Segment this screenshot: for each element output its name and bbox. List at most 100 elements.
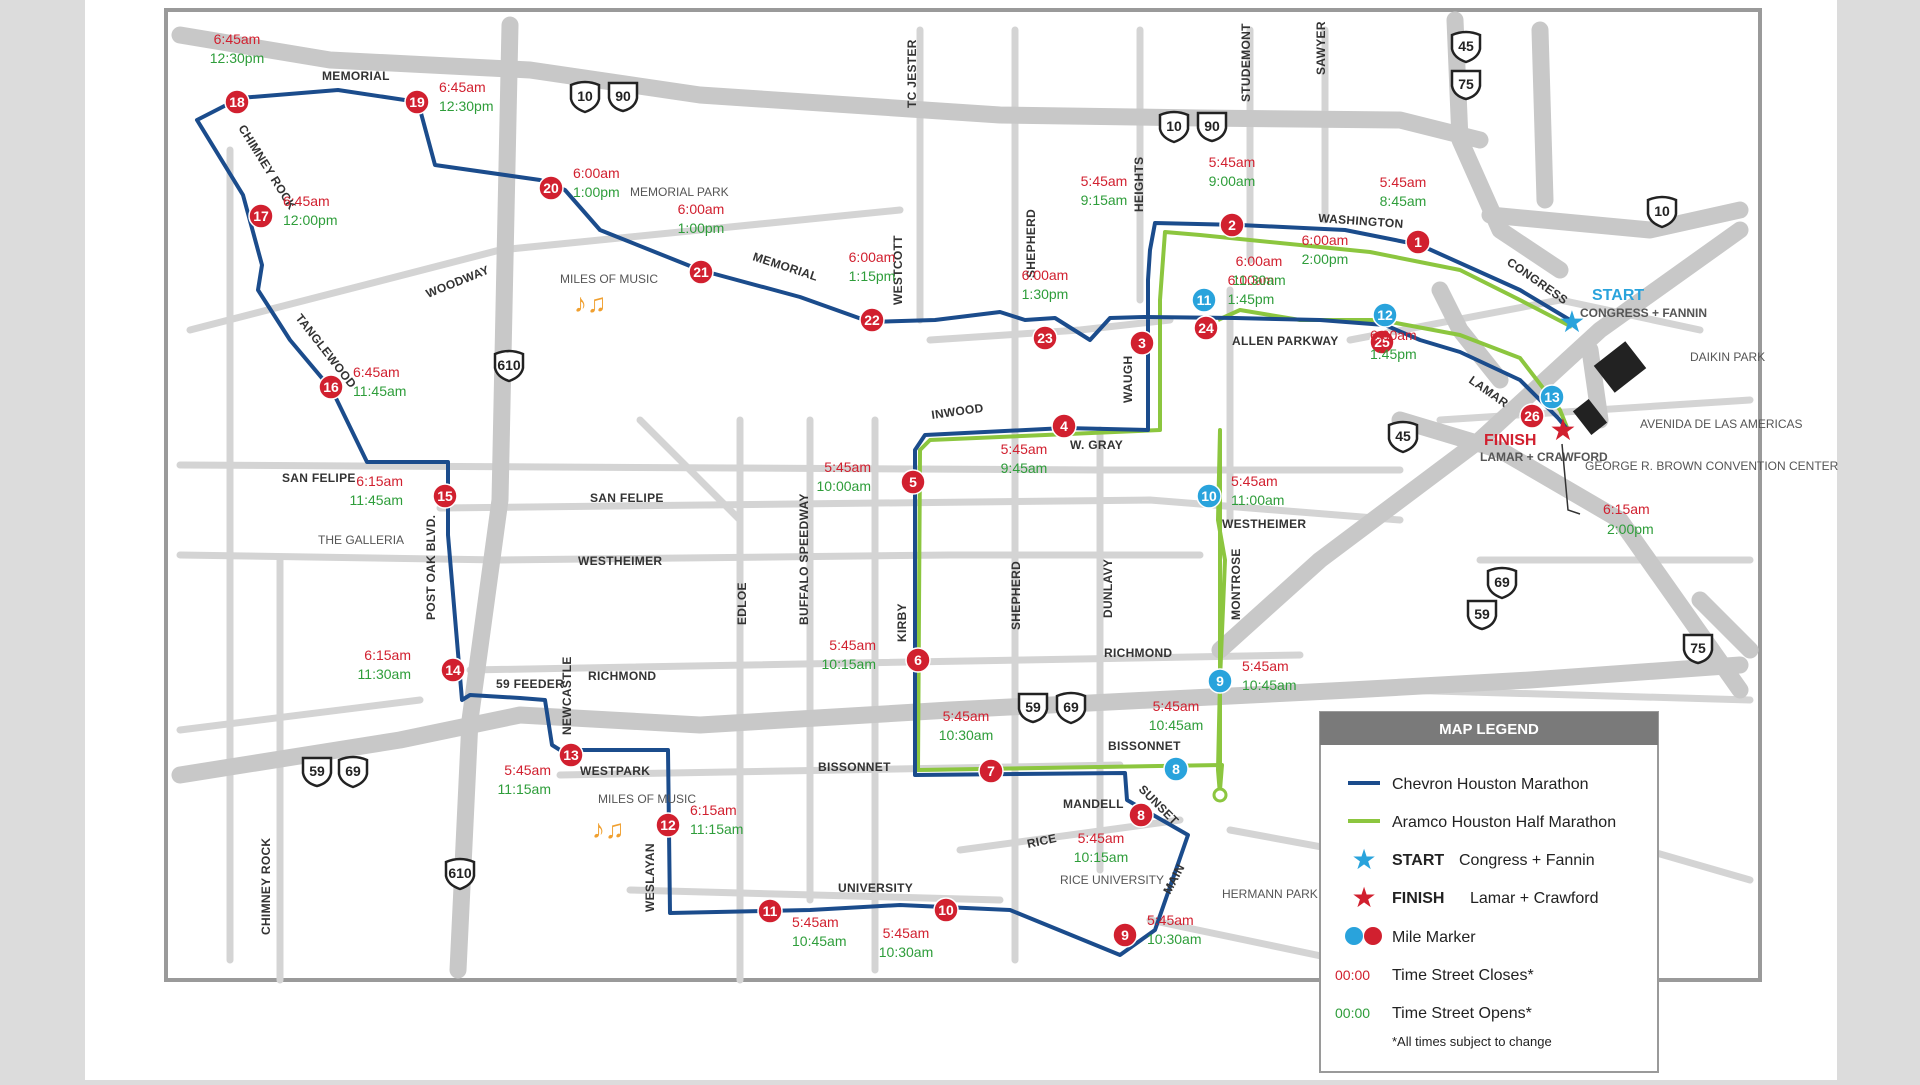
legend-finish-star-icon: ★ xyxy=(1351,882,1376,913)
mile-marker-circle-icon xyxy=(933,897,959,923)
label-westcott: WESTCOTT xyxy=(891,235,905,305)
shield-number: 45 xyxy=(1458,38,1474,54)
mile-marker-circle-icon xyxy=(1051,413,1077,439)
mile-marker-circle-icon xyxy=(1372,302,1398,328)
street-close-time: 5:45am xyxy=(824,459,871,475)
street-open-time: 1:00pm xyxy=(573,184,620,200)
label-hermann-park: HERMANN PARK xyxy=(1222,887,1318,901)
mile-number: 10 xyxy=(938,902,954,918)
finish-pointer xyxy=(1561,443,1581,515)
finish-open-time: 2:00pm xyxy=(1607,521,1654,537)
street-close-time: 5:45am xyxy=(1081,173,1128,189)
shield-number: 69 xyxy=(1063,699,1079,715)
street-open-time: 9:15am xyxy=(1081,192,1128,208)
street-close-time: 5:45am xyxy=(1153,698,1200,714)
mile-number: 7 xyxy=(987,763,995,779)
mile-number: 11 xyxy=(1197,292,1212,308)
street-close-time: 5:45am xyxy=(829,637,876,653)
highway-shield-icon: 59 xyxy=(301,756,333,788)
finish-close-time: 6:15am xyxy=(1603,501,1650,517)
street-close-time: 5:45am xyxy=(792,914,839,930)
mile-marker-circle-icon xyxy=(1519,403,1545,429)
mile-number: 9 xyxy=(1216,673,1224,689)
legend-half: Aramco Houston Half Marathon xyxy=(1392,814,1616,831)
label-newcastle: NEWCASTLE xyxy=(560,656,574,735)
label-san-felipe-mid: SAN FELIPE xyxy=(590,491,664,505)
mile-marker-circle-icon xyxy=(1196,483,1222,509)
street-close-time: 6:15am xyxy=(690,802,737,818)
shield-number: 75 xyxy=(1458,76,1474,92)
highway-shield-icon: 610 xyxy=(444,857,476,891)
street-open-time: 10:30am xyxy=(1147,931,1201,947)
highway-shield-icon: 10 xyxy=(1646,195,1678,229)
mile-number: 8 xyxy=(1137,807,1145,823)
street-close-time: 6:00am xyxy=(1228,272,1275,288)
label-tc-jester: TC JESTER xyxy=(905,39,919,108)
street-open-time: 10:15am xyxy=(1074,849,1128,865)
start-finish: ★ START CONGRESS + FANNIN ★ FINISH LAMAR… xyxy=(1480,287,1707,537)
street-open-time: 10:30am xyxy=(939,727,993,743)
highway-shield-icon: 10 xyxy=(1158,110,1190,144)
label-sawyer: SAWYER xyxy=(1314,21,1328,75)
legend-header xyxy=(1320,712,1658,745)
mile-marker-circle-icon xyxy=(1163,756,1189,782)
mile-number: 16 xyxy=(323,379,339,395)
street-open-time: 10:15am xyxy=(822,656,876,672)
label-avenida: AVENIDA DE LAS AMERICAS xyxy=(1640,417,1803,431)
street-open-time: 11:15am xyxy=(690,821,743,837)
label-bissonnet-right: BISSONNET xyxy=(1108,739,1181,753)
mile-marker-circle-icon xyxy=(1129,330,1155,356)
mile-marker-circle-icon xyxy=(1405,229,1431,255)
mile-number: 14 xyxy=(445,662,461,678)
shield-number: 59 xyxy=(309,763,325,779)
shield-number: 10 xyxy=(577,88,593,104)
label-richmond-right: RICHMOND xyxy=(1104,646,1172,660)
street-open-time: 1:45pm xyxy=(1370,346,1417,362)
legend-red-marker-icon xyxy=(1364,927,1382,945)
street-close-time: 6:15am xyxy=(356,473,403,489)
street-open-time: 12:30pm xyxy=(210,50,264,66)
shield-number: 69 xyxy=(1494,574,1510,590)
mile-marker-circle-icon xyxy=(1112,922,1138,948)
map-legend: MAP LEGEND Chevron Houston Marathon Aram… xyxy=(1319,711,1659,1073)
highway-shield-icon: 10 xyxy=(569,80,601,114)
start-place: CONGRESS + FANNIN xyxy=(1580,306,1707,320)
shield-number: 59 xyxy=(1025,699,1041,715)
highways xyxy=(171,11,1759,979)
street-close-time: 6:00am xyxy=(1302,232,1349,248)
mile-number: 22 xyxy=(864,312,880,328)
street-open-time: 11:45am xyxy=(350,492,403,508)
street-close-time: 6:45am xyxy=(283,193,330,209)
mile-number: 24 xyxy=(1198,320,1214,336)
music-note-icon-1: ♪♫ xyxy=(574,288,607,318)
street-close-time: 6:15am xyxy=(364,647,411,663)
highway-shield-icon: 45 xyxy=(1450,30,1482,64)
street-close-time: 5:45am xyxy=(943,708,990,724)
street-close-time: 6:00am xyxy=(1236,253,1283,269)
mile-marker-circle-icon xyxy=(655,812,681,838)
highway-shield-icon: 90 xyxy=(607,81,639,113)
label-rice: RICE xyxy=(1026,831,1058,851)
street-close-time: 6:45am xyxy=(439,79,486,95)
mile-marker-circle-icon xyxy=(1207,668,1233,694)
street-open-time: 11:30am xyxy=(1232,272,1285,288)
mile-number: 26 xyxy=(1524,408,1540,424)
label-kirby: KIRBY xyxy=(895,603,909,642)
shield-number: 90 xyxy=(1204,118,1220,134)
street-open-time: 11:45am xyxy=(353,383,406,399)
legend-open-text: Time Street Opens* xyxy=(1392,1005,1532,1022)
label-memorial-park: MEMORIAL PARK xyxy=(630,185,729,199)
